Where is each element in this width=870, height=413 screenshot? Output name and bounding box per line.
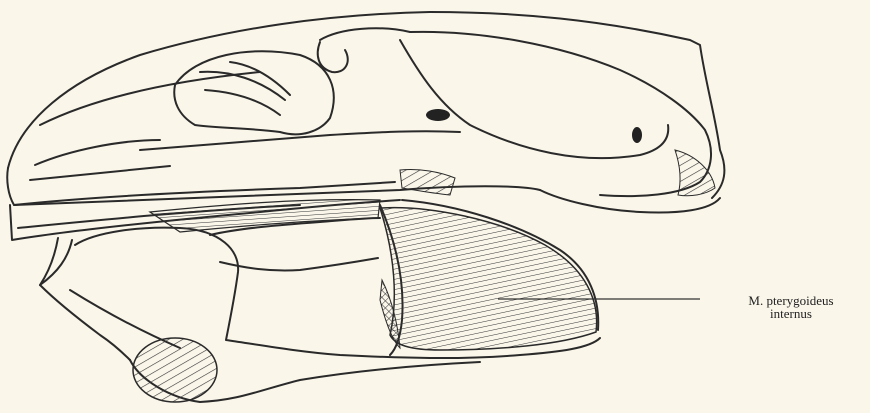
annotation-label: M. pterygoideus internus [716, 294, 866, 320]
annotation-line-2: internus [716, 307, 866, 320]
nasal-opening [35, 140, 160, 165]
pterygoideus-muscle [380, 208, 597, 350]
mandible-condyle-hatch [133, 338, 217, 402]
foramen-right [632, 127, 642, 143]
occipital-hatch [675, 150, 715, 196]
foramen-left [426, 109, 450, 121]
canine-tooth [40, 238, 72, 285]
braincase-outline [320, 28, 711, 196]
skull-roof-outline [8, 12, 724, 198]
zygomatic-hatch [400, 169, 455, 195]
orbit-outline [174, 51, 333, 134]
